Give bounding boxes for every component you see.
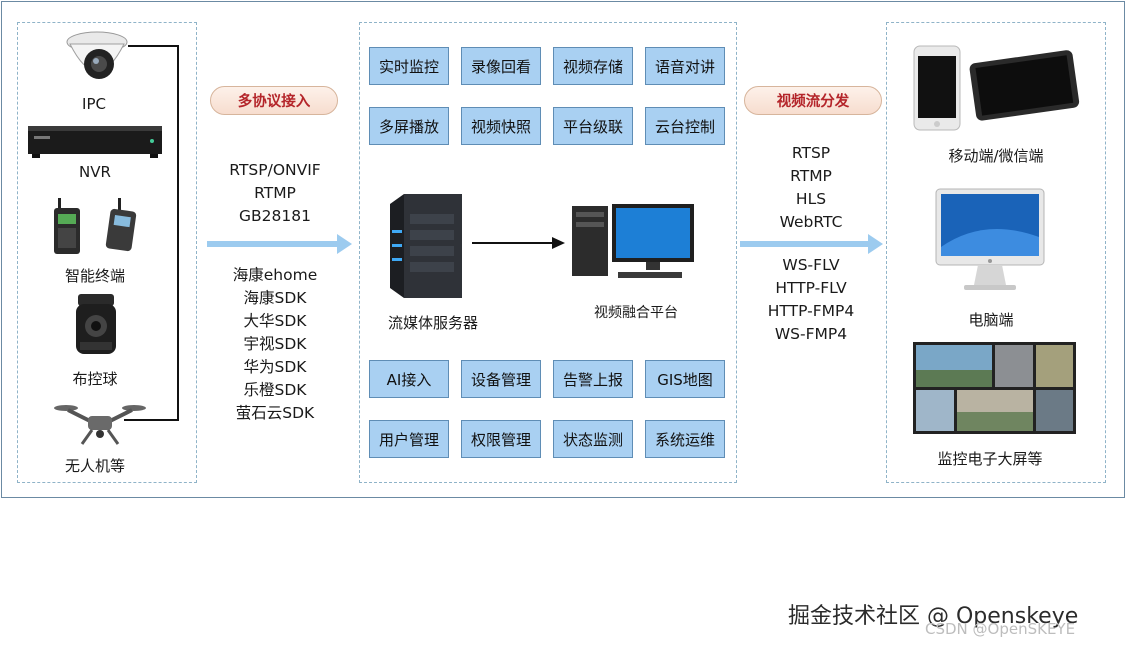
desktop-monitor-icon bbox=[935, 188, 1045, 290]
ingest-arrow bbox=[207, 234, 352, 254]
feature-box: 视频快照 bbox=[461, 107, 541, 145]
feature-box: 设备管理 bbox=[461, 360, 541, 398]
distribution-protocol: HTTP-FMP4 bbox=[767, 302, 855, 320]
input-devices-panel bbox=[17, 22, 197, 483]
feature-box: 权限管理 bbox=[461, 420, 541, 458]
watermark-main: 掘金技术社区 @ Openskeye bbox=[788, 604, 1079, 629]
distribution-protocol: HLS bbox=[795, 190, 827, 208]
device-label-drone: 无人机等 bbox=[64, 457, 125, 475]
platform-label: 视频融合平台 bbox=[594, 305, 678, 321]
output-clients-panel bbox=[886, 22, 1106, 483]
workstation-icon bbox=[572, 204, 694, 278]
feature-box: 视频存储 bbox=[553, 47, 633, 85]
server-tower-icon bbox=[390, 194, 462, 298]
phone-tablet-icon bbox=[913, 45, 1080, 131]
ingest-protocol: GB28181 bbox=[239, 207, 311, 225]
feature-box: 多屏播放 bbox=[369, 107, 449, 145]
ingest-sdk: 萤石云SDK bbox=[235, 404, 315, 422]
ingest-sdk: 乐橙SDK bbox=[243, 381, 307, 399]
feature-box: 告警上报 bbox=[553, 360, 633, 398]
ingest-sdk: 海康ehome bbox=[232, 266, 318, 284]
distribution-arrow bbox=[740, 234, 883, 254]
server-to-platform-arrow bbox=[472, 237, 565, 249]
distribution-protocol: RTMP bbox=[790, 167, 832, 185]
ingest-sdk: 海康SDK bbox=[243, 289, 307, 307]
ptz-ball-camera-icon bbox=[76, 294, 116, 354]
watermark-sub: CSDN @OpenSKEYE bbox=[925, 620, 1076, 638]
feature-box: 实时监控 bbox=[369, 47, 449, 85]
device-label-smart-terminal: 智能终端 bbox=[64, 267, 125, 285]
ingest-protocol: RTSP/ONVIF bbox=[229, 161, 321, 179]
feature-box: 用户管理 bbox=[369, 420, 449, 458]
walkie-talkie-icon bbox=[54, 198, 137, 254]
ingest-sdk: 华为SDK bbox=[243, 358, 307, 376]
feature-box: 系统运维 bbox=[645, 420, 725, 458]
feature-box: 云台控制 bbox=[645, 107, 725, 145]
distribution-protocol: WebRTC bbox=[779, 213, 843, 231]
feature-box: 录像回看 bbox=[461, 47, 541, 85]
feature-box: 状态监测 bbox=[553, 420, 633, 458]
client-label-mobile: 移动端/微信端 bbox=[948, 147, 1044, 165]
client-label-desktop: 电脑端 bbox=[968, 311, 1014, 329]
ingest-protocol: RTMP bbox=[254, 184, 296, 202]
server-label: 流媒体服务器 bbox=[387, 314, 478, 332]
feature-box: AI接入 bbox=[369, 360, 449, 398]
distribution-protocol: RTSP bbox=[791, 144, 831, 162]
distribution-title-pill: 视频流分发 bbox=[744, 86, 882, 115]
device-bracket-line bbox=[124, 45, 179, 421]
drone-icon bbox=[54, 405, 146, 445]
distribution-protocol: WS-FMP4 bbox=[774, 325, 848, 343]
nvr-recorder-icon bbox=[28, 126, 162, 158]
dome-camera-icon bbox=[66, 31, 128, 79]
video-wall-icon bbox=[913, 342, 1076, 434]
diagram-frame bbox=[1, 1, 1125, 498]
ingest-title-pill: 多协议接入 bbox=[210, 86, 338, 115]
platform-panel bbox=[359, 22, 737, 483]
distribution-protocol: WS-FLV bbox=[782, 256, 840, 274]
client-label-video-wall: 监控电子大屏等 bbox=[937, 450, 1043, 468]
device-label-nvr: NVR bbox=[79, 163, 111, 181]
device-label-ipc: IPC bbox=[82, 95, 106, 113]
ingest-sdk: 大华SDK bbox=[243, 312, 307, 330]
feature-box: 语音对讲 bbox=[645, 47, 725, 85]
distribution-protocol: HTTP-FLV bbox=[775, 279, 847, 297]
feature-box: GIS地图 bbox=[645, 360, 725, 398]
ingest-sdk: 宇视SDK bbox=[243, 335, 307, 353]
feature-box: 平台级联 bbox=[553, 107, 633, 145]
device-label-ptz-ball: 布控球 bbox=[72, 370, 118, 388]
